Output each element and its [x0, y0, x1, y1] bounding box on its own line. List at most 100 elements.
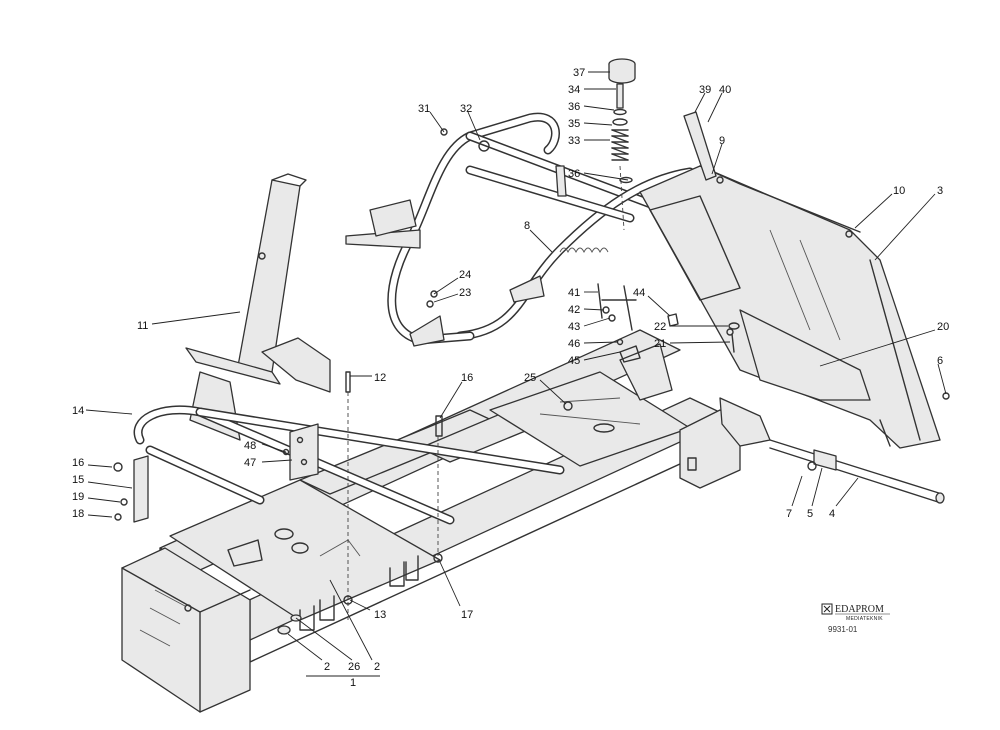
leader-line — [711, 143, 723, 175]
callout-number: 31 — [418, 103, 430, 115]
callout-c40: 40 — [707, 84, 731, 123]
leader-line — [583, 122, 613, 126]
assembly-label-group: 1 — [306, 675, 380, 689]
callout-number: 10 — [893, 185, 905, 197]
callout-c8: 8 — [524, 220, 553, 253]
callout-number: 16 — [461, 372, 473, 384]
callout-c9: 9 — [711, 135, 725, 175]
callout-c26: 26 — [295, 617, 360, 673]
callout-number: 17 — [461, 609, 473, 621]
leader-line — [874, 193, 936, 261]
callout-number: 7 — [786, 508, 792, 520]
callout-number: 12 — [374, 372, 386, 384]
callout-number: 26 — [348, 661, 360, 673]
callout-c12: 12 — [350, 372, 386, 384]
callout-c24: 24 — [433, 269, 471, 295]
assembly-label: 1 — [350, 677, 356, 689]
callout-number: 37 — [573, 67, 585, 79]
callout-number: 45 — [568, 355, 580, 367]
callout-number: 20 — [937, 321, 949, 333]
callout-number: 2 — [374, 661, 380, 673]
leader-line — [937, 363, 947, 395]
callout-number: 2 — [324, 661, 330, 673]
callout-c43: 43 — [568, 317, 611, 333]
callout-c3: 3 — [874, 185, 943, 261]
callout-c17: 17 — [439, 561, 473, 621]
callout-c21: 21 — [654, 338, 731, 350]
callout-c45: 45 — [568, 351, 621, 367]
callout-c4: 4 — [829, 477, 859, 520]
callout-c42: 42 — [568, 304, 605, 316]
leader-line — [151, 311, 241, 325]
callout-number: 48 — [244, 440, 256, 452]
callout-number: 8 — [524, 220, 530, 232]
callout-number: 39 — [699, 84, 711, 96]
callout-c11: 11 — [137, 311, 241, 332]
callout-number: 41 — [568, 287, 580, 299]
bumper-tube-14 — [133, 405, 565, 525]
callout-number: 25 — [524, 372, 536, 384]
drawing-code: 9931-01 — [828, 625, 858, 634]
callout-number: 11 — [137, 320, 148, 332]
leader-line — [694, 92, 706, 113]
leader-line — [329, 579, 373, 661]
callout-c13: 13 — [349, 599, 386, 621]
rear-rod-4 — [769, 439, 945, 504]
callout-c16a: 16 — [439, 372, 473, 419]
callout-number: 32 — [460, 103, 472, 115]
callout-c5: 5 — [807, 467, 823, 520]
leader-line — [433, 277, 459, 295]
hardware — [113, 283, 950, 620]
callout-number: 23 — [459, 287, 471, 299]
bracket-15-47 — [133, 423, 319, 523]
callout-number: 6 — [937, 355, 943, 367]
callout-number: 33 — [568, 135, 580, 147]
leader-line — [791, 475, 803, 507]
leader-line — [835, 477, 859, 507]
callout-c36b: 36 — [568, 168, 629, 181]
suspension-stack — [608, 58, 636, 231]
leader-line — [583, 351, 621, 361]
callout-number: 4 — [829, 508, 835, 520]
leader-line — [707, 92, 723, 123]
brand-name: EDAPROM — [835, 604, 884, 615]
callout-c34: 34 — [568, 84, 616, 96]
leader-line — [819, 329, 936, 367]
leader-line — [583, 308, 605, 311]
leader-line — [439, 561, 461, 607]
callout-number: 47 — [244, 457, 256, 469]
callout-c18: 18 — [72, 508, 113, 520]
callout-c44: 44 — [633, 287, 671, 317]
leader-line — [261, 443, 287, 453]
callout-c7: 7 — [786, 475, 803, 520]
leader-line — [439, 381, 463, 419]
callout-c41: 41 — [568, 287, 598, 299]
callout-number: 35 — [568, 118, 580, 130]
callout-number: 21 — [654, 338, 666, 350]
callout-c6: 6 — [937, 355, 947, 395]
callout-number: 42 — [568, 304, 580, 316]
callout-number: 34 — [568, 84, 580, 96]
leader-line — [583, 172, 629, 181]
leader-line — [467, 111, 481, 141]
callout-c16b: 16 — [72, 457, 113, 469]
callout-number: 3 — [937, 185, 943, 197]
callout-number: 24 — [459, 269, 471, 281]
callout-c32: 32 — [460, 103, 481, 141]
callout-c48: 48 — [244, 440, 287, 453]
leader-line — [583, 341, 619, 344]
callout-number: 46 — [568, 338, 580, 350]
callout-c14: 14 — [72, 405, 133, 417]
leader-line — [87, 497, 121, 503]
leader-line — [295, 617, 353, 661]
callout-c2b: 2 — [329, 579, 380, 673]
callout-c10: 10 — [854, 185, 905, 229]
leader-line — [647, 295, 671, 317]
callout-c35: 35 — [568, 118, 613, 130]
callout-c46: 46 — [568, 338, 619, 350]
callout-c36a: 36 — [568, 101, 615, 113]
callout-number: 15 — [72, 474, 84, 486]
leader-line — [85, 409, 133, 415]
